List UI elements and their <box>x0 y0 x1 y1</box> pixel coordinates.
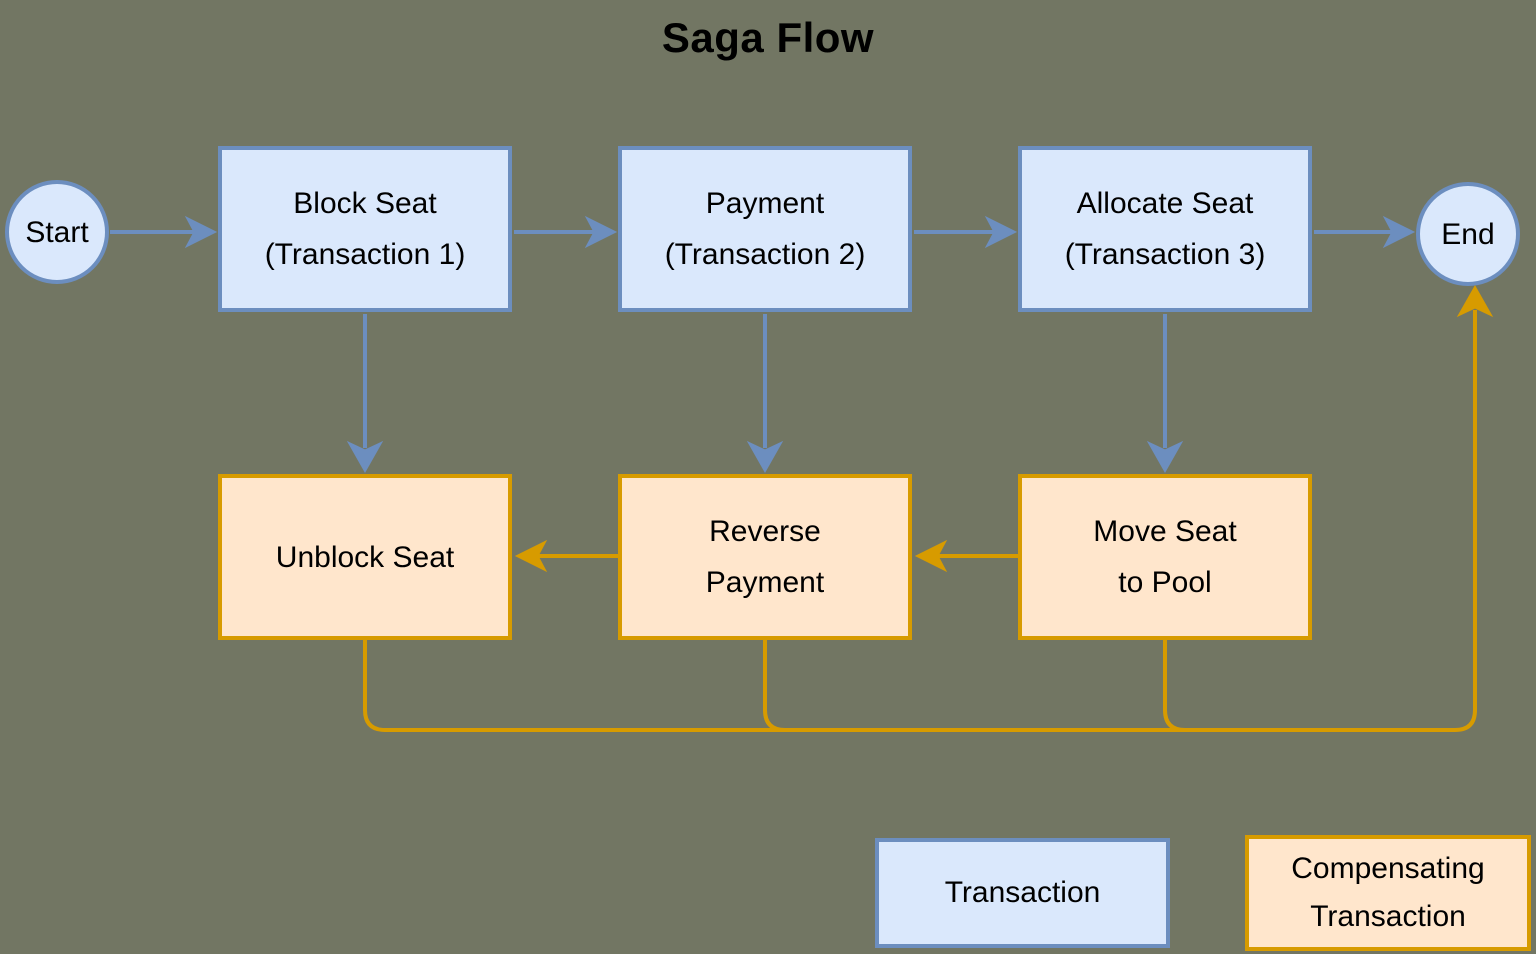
edge-reverse-payment-to-unblock-seat <box>514 539 618 573</box>
node-label-line2: to Pool <box>1118 566 1212 599</box>
edge-compensations-to-end <box>363 284 1494 732</box>
edge-move-seat-to-reverse-payment <box>914 539 1018 573</box>
node-payment: Payment (Transaction 2) <box>618 146 912 312</box>
node-label-line1: Move Seat <box>1093 515 1237 548</box>
node-label-line1: Payment <box>705 187 825 220</box>
node-label-line1: Reverse <box>709 515 821 548</box>
node-end-label: End <box>1441 217 1495 251</box>
node-label-line2: (Transaction 3) <box>1064 238 1266 271</box>
node-block-seat: Block Seat (Transaction 1) <box>218 146 512 312</box>
arrow-head-right-icon <box>584 215 618 249</box>
arrow-head-down-icon <box>1146 440 1184 474</box>
arrow-head-down-icon <box>346 440 384 474</box>
node-start: Start <box>5 180 109 284</box>
edge-transaction2-to-transaction3 <box>914 215 1018 249</box>
node-start-label: Start <box>25 215 89 249</box>
node-label-line1: Allocate Seat <box>1076 187 1254 220</box>
edge-start-to-transaction1 <box>110 215 218 249</box>
arrow-head-left-icon <box>914 539 948 573</box>
edge-transaction3-to-move-seat <box>1146 314 1184 474</box>
arrow-line <box>763 640 786 732</box>
node-move-seat-to-pool: Move Seat to Pool <box>1018 474 1312 640</box>
node-label-line1: Unblock Seat <box>275 540 455 574</box>
arrow-head-left-icon <box>514 539 548 573</box>
arrow-head-right-icon <box>984 215 1018 249</box>
node-label-line2: Payment <box>705 566 825 599</box>
node-end: End <box>1416 182 1520 286</box>
node-reverse-payment: Reverse Payment <box>618 474 912 640</box>
node-unblock-seat: Unblock Seat <box>218 474 512 640</box>
legend-compensating-transaction: Compensating Transaction <box>1245 835 1531 951</box>
arrow-line <box>1163 640 1186 732</box>
arrow-line <box>363 310 1477 732</box>
node-label-line2: (Transaction 1) <box>264 238 466 271</box>
arrow-head-right-icon <box>1382 215 1416 249</box>
legend-compensating-line1: Compensating <box>1291 852 1485 885</box>
edge-transaction1-to-transaction2 <box>514 215 618 249</box>
legend-transaction-label: Transaction <box>944 876 1101 909</box>
edge-transaction3-to-end <box>1314 215 1416 249</box>
arrow-head-right-icon <box>184 215 218 249</box>
edge-transaction2-to-reverse-payment <box>746 314 784 474</box>
legend-transaction: Transaction <box>875 838 1170 948</box>
arrow-head-up-icon <box>1456 284 1494 318</box>
legend-compensating-line2: Transaction <box>1310 900 1466 933</box>
diagram-title: Saga Flow <box>661 14 875 61</box>
arrow-head-down-icon <box>746 440 784 474</box>
node-label-line1: Block Seat <box>293 187 437 220</box>
node-allocate-seat: Allocate Seat (Transaction 3) <box>1018 146 1312 312</box>
edge-transaction1-to-unblock-seat <box>346 314 384 474</box>
node-label-line2: (Transaction 2) <box>664 238 866 271</box>
